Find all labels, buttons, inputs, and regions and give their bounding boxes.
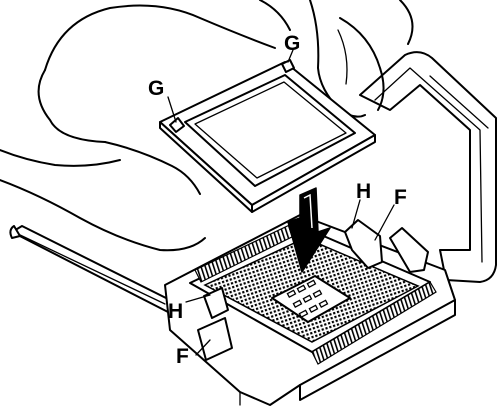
callout-g-top: G	[284, 32, 300, 55]
callout-h-right: H	[356, 180, 371, 203]
down-arrow	[287, 187, 331, 273]
load-lever	[9, 225, 171, 313]
callout-f-left: F	[176, 345, 189, 368]
callout-g-left: G	[148, 77, 164, 100]
callout-h-left: H	[168, 300, 183, 323]
leader-lines	[167, 49, 395, 356]
callout-f-right: F	[394, 186, 407, 209]
cpu-socket	[164, 214, 456, 406]
hand-outline	[0, 0, 414, 252]
socket-lid-frame	[359, 51, 497, 283]
cpu-package	[159, 59, 376, 213]
